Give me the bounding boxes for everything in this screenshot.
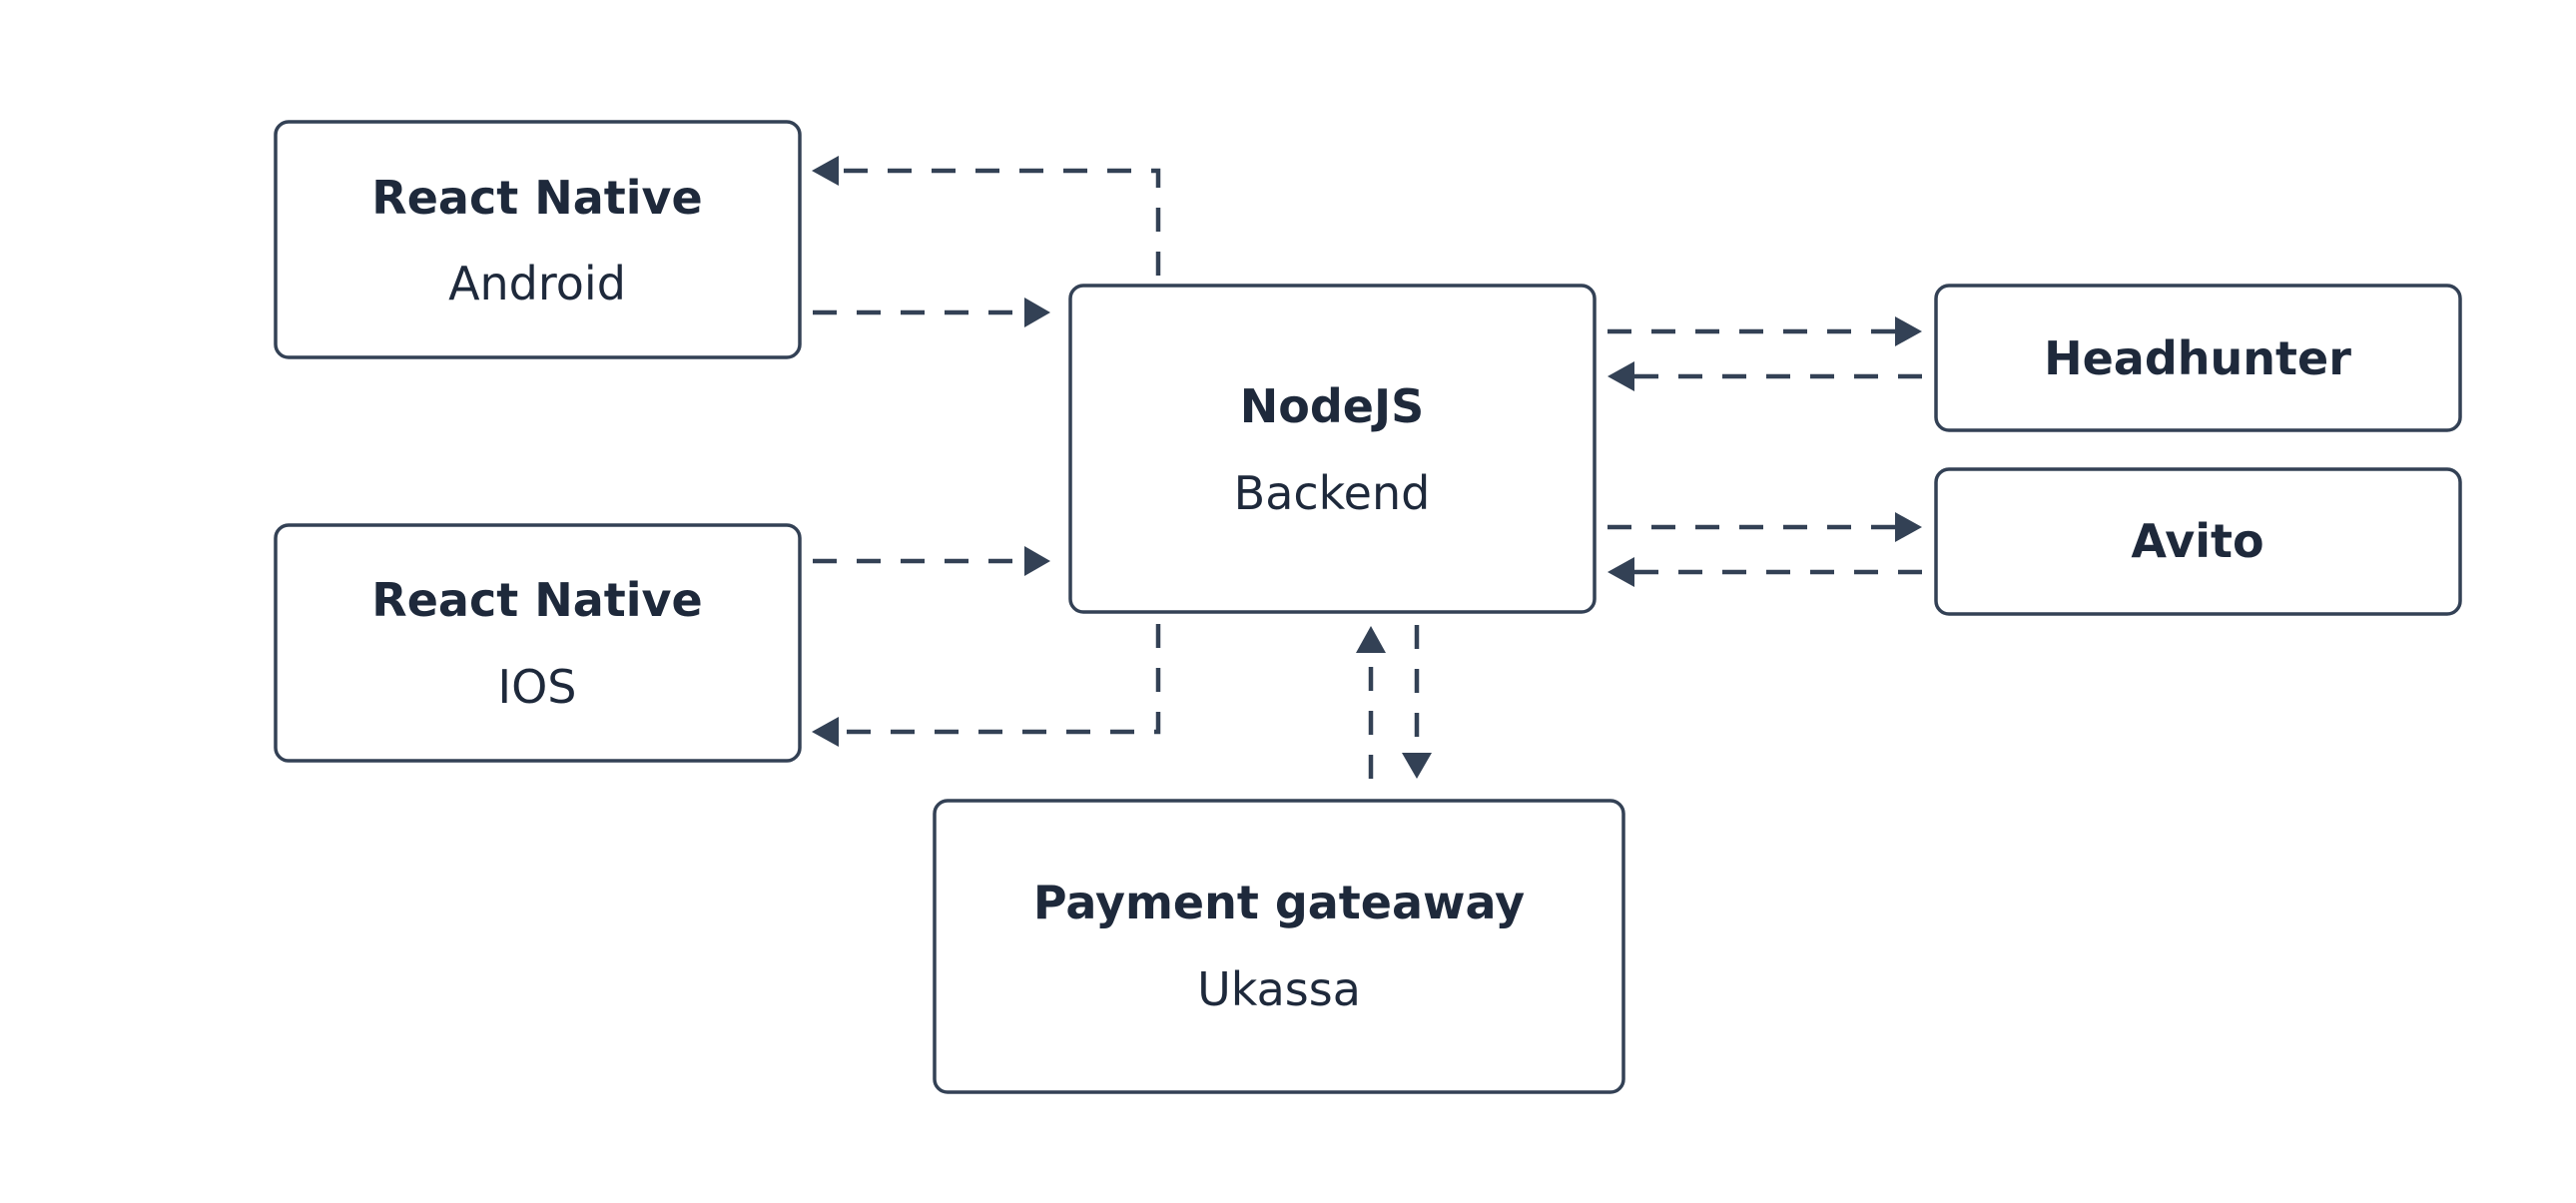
arrowhead-icon — [1895, 316, 1922, 346]
edge-backend-to-avito — [1608, 512, 1922, 542]
node-android: React Native Android — [274, 120, 802, 359]
edge-headhunter-to-backend — [1608, 361, 1922, 391]
arrowhead-icon — [1608, 557, 1634, 587]
node-android-title: React Native — [371, 171, 702, 225]
node-headhunter: Headhunter — [1934, 284, 2462, 432]
node-avito-box — [1934, 467, 2462, 616]
node-payment-box — [933, 799, 1625, 1094]
edge-ios-to-backend — [813, 546, 1050, 576]
edge-avito-to-backend — [1608, 557, 1922, 587]
node-backend-title: NodeJS — [1240, 379, 1424, 433]
node-payment-subtitle: Ukassa — [1197, 962, 1361, 1016]
node-ios: React Native IOS — [274, 523, 802, 763]
node-ios-box — [274, 523, 802, 763]
node-avito: Avito — [1934, 467, 2462, 616]
node-backend-box — [1068, 284, 1597, 614]
arrowhead-icon — [1402, 753, 1432, 779]
edge-android-to-backend — [813, 298, 1050, 327]
edge-backend-to-ios — [812, 624, 1161, 747]
node-payment: Payment gateaway Ukassa — [933, 799, 1625, 1094]
arrowhead-icon — [1024, 298, 1050, 327]
edge-backend-to-android — [812, 156, 1161, 276]
arrowhead-icon — [812, 156, 839, 186]
node-backend-subtitle: Backend — [1234, 466, 1431, 520]
edge-backend-to-payment — [1402, 625, 1432, 779]
node-payment-title: Payment gateaway — [1033, 876, 1525, 929]
node-android-subtitle: Android — [448, 257, 626, 310]
arrowhead-icon — [1895, 512, 1922, 542]
node-ios-title: React Native — [371, 573, 702, 627]
arrowhead-icon — [1356, 626, 1386, 653]
node-android-box — [274, 120, 802, 359]
node-ios-subtitle: IOS — [498, 660, 577, 714]
node-backend: NodeJS Backend — [1068, 284, 1597, 614]
arrowhead-icon — [1024, 546, 1050, 576]
arrowhead-icon — [812, 717, 839, 747]
arrowhead-icon — [1608, 361, 1634, 391]
edge-backend-to-headhunter — [1608, 316, 1922, 346]
node-headhunter-box — [1934, 284, 2462, 432]
node-avito-title: Avito — [2131, 514, 2263, 568]
edge-payment-to-backend — [1356, 626, 1386, 779]
node-headhunter-title: Headhunter — [2044, 331, 2351, 385]
